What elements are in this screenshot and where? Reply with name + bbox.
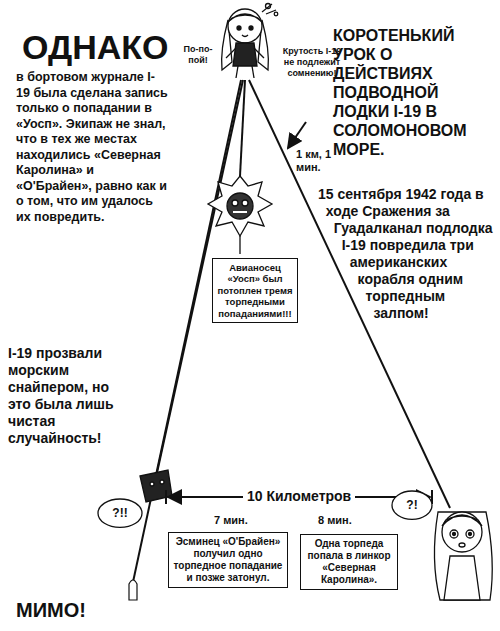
caption-box: Одна торпеда попала в линкор «Северная К…	[300, 534, 398, 590]
bubble-shape	[98, 499, 142, 527]
heading-word: ОДНАКО	[22, 28, 167, 66]
fact-text: 15 сентября 1942 года в ходе Сражения за…	[300, 186, 495, 486]
node-text: Одна торпеда попала в линкор «Северная К…	[305, 538, 393, 586]
speech-text: Крутость I-19 не подлежит сомнению!	[280, 46, 344, 79]
speech-bubble: ?!	[394, 492, 430, 518]
time-note: 8 мин.	[318, 514, 368, 527]
note-text: I-19 прозвали морским снайпером, но это …	[8, 345, 130, 447]
node-text: ?!!	[104, 506, 136, 520]
title-text: КОРОТЕНЬКИЙ УРОК О ДЕЙСТВИЯХ ПОДВОДНОЙ Л…	[333, 26, 495, 159]
miss-text: МИМО!	[16, 598, 106, 622]
obrien-destroyer	[140, 470, 172, 502]
caption-box: Авианосец «Уосп» был потоплен тремя торп…	[212, 258, 298, 323]
node-text: Авианосец «Уосп» был потоплен тремя торп…	[217, 262, 293, 319]
submarine-girl	[222, 4, 278, 79]
hit-arrow	[288, 122, 306, 148]
distance-label: 10 Километров	[243, 487, 355, 505]
time-note: 7 мин.	[214, 514, 264, 527]
torpedo-tracks	[133, 80, 450, 582]
distance-note: 1 км, 1 мин.	[296, 148, 348, 174]
north-carolina-girl	[434, 512, 492, 600]
speech-bubble: ?!!	[100, 500, 140, 526]
wrap-shape	[300, 186, 450, 486]
caption-box: Эсминец «О'Брайен» получил одно торпедно…	[168, 532, 288, 588]
bubble-shape	[392, 491, 432, 519]
note-text: в бортовом журнале I-19 была сделана зап…	[16, 70, 168, 225]
missed-torpedo	[129, 580, 137, 600]
speech-text: По-по-пой!	[176, 44, 220, 66]
wasp-carrier	[208, 176, 272, 254]
node-text: ?!	[398, 498, 426, 512]
node-text: Эсминец «О'Брайен» получил одно торпедно…	[173, 536, 283, 584]
